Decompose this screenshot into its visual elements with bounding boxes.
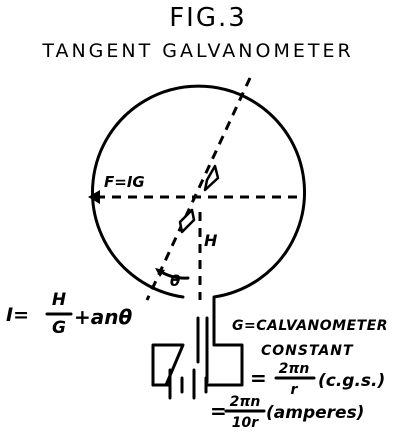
current-formula-numerator: H: [52, 290, 66, 310]
needle-axis: [145, 77, 252, 301]
battery-icon: [151, 368, 232, 400]
angle-arrow: [155, 268, 165, 277]
angle-label: θ: [170, 272, 180, 290]
amperes-denominator: 10r: [232, 415, 259, 431]
amperes-numerator: 2πn: [230, 394, 261, 410]
force-arrowhead: [88, 190, 100, 204]
current-formula-lhs: I=: [6, 304, 29, 326]
current-formula-tail: +anθ: [74, 305, 132, 329]
amperes-unit: (amperes): [266, 403, 364, 423]
figure-title: TANGENT GALVANOMETER: [41, 40, 353, 62]
cgs-numerator: 2πn: [279, 361, 310, 377]
figure-number: FIG.3: [169, 3, 247, 33]
force-label: F=IG: [104, 173, 145, 191]
field-label: H: [204, 231, 218, 250]
cgs-denominator: r: [291, 382, 299, 398]
cgs-equals: =: [250, 366, 267, 390]
constant-line-2: CONSTANT: [261, 343, 354, 359]
compass-needle-icon: [178, 164, 220, 234]
cgs-unit: (c.g.s.): [318, 371, 385, 391]
current-formula-denominator: G: [52, 318, 66, 338]
constant-line-1: G=CALVANOMETER: [232, 318, 388, 334]
amperes-equals: =: [210, 399, 227, 423]
